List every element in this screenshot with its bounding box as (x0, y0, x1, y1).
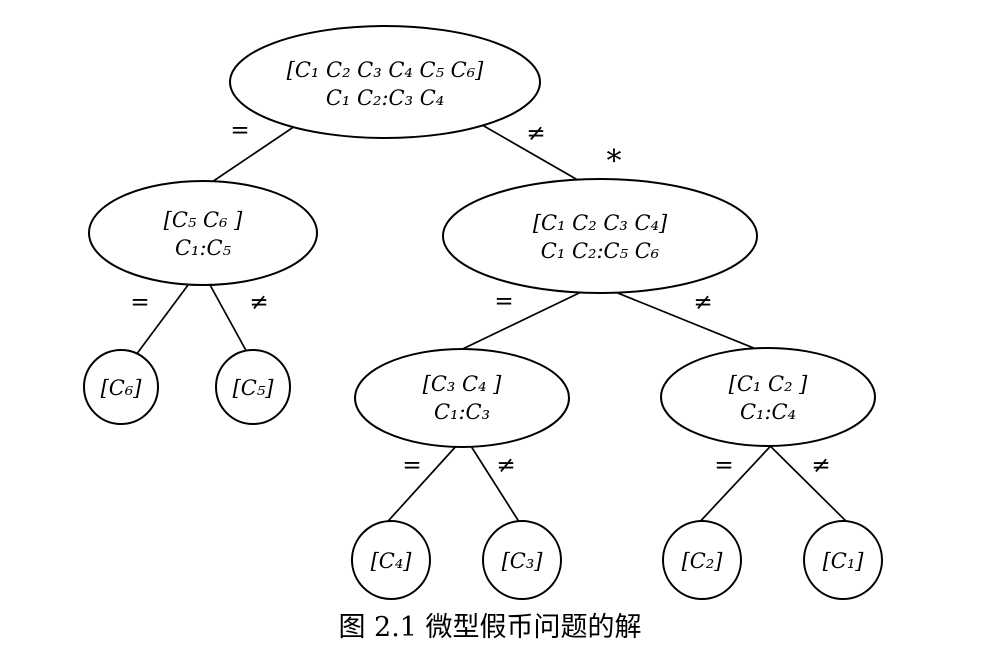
node-right-coins: [C₁ C₂ C₃ C₄] (532, 211, 668, 235)
node-midleft-coins: [C₃ C₄ ] (422, 372, 502, 396)
edge-midright-ne-line (760, 436, 852, 527)
leaf-c4-circle (351, 520, 431, 600)
edge-label-midleft-ne: ≠ (496, 452, 516, 479)
leaf-c6-circle (83, 349, 159, 425)
node-midright-coins: [C₁ C₂ ] (728, 372, 808, 396)
node-midleft-label: [C₃ C₄ ] C₁:C₃ (423, 370, 502, 426)
node-root-coins: [C₁ C₂ C₃ C₄ C₅ C₆] (286, 58, 484, 82)
edge-root-right-line (469, 117, 584, 184)
edge-root-left-line (205, 119, 305, 187)
asterisk-annotation: * (606, 144, 622, 179)
leaf-c3-label: [C₃] (501, 549, 543, 573)
node-midright-weighing: C₁:C₄ (739, 400, 797, 424)
node-right-weighing: C₁ C₂:C₅ C₆ (540, 239, 660, 263)
leaf-c2-label: [C₂] (681, 549, 723, 573)
leaf-c5-circle (215, 349, 291, 425)
midright-node-ellipse (660, 347, 876, 447)
edge-label-left-ne: ≠ (249, 289, 269, 316)
node-left-label: [C₅ C₆ ] C₁:C₅ (164, 206, 243, 262)
node-midleft-weighing: C₁:C₃ (433, 400, 491, 424)
node-left-coins: [C₅ C₆ ] (163, 208, 243, 232)
edge-label-midright-eq: = (714, 452, 734, 479)
edge-label-midright-ne: ≠ (811, 452, 831, 479)
edge-midleft-eq-line (379, 432, 469, 531)
edge-label-midleft-eq: = (402, 452, 422, 479)
node-midright-label: [C₁ C₂ ] C₁:C₄ (729, 370, 808, 426)
edge-label-left-eq: = (130, 289, 150, 316)
right-node-ellipse (442, 178, 758, 294)
node-left-weighing: C₁:C₅ (174, 236, 232, 260)
leaf-c5-label: [C₅] (232, 376, 274, 400)
edge-label-root-left: = (230, 117, 250, 144)
edge-left-eq-line (126, 272, 198, 368)
edge-right-eq-line (447, 281, 603, 357)
edge-label-right-eq: = (494, 288, 514, 315)
node-root-weighing: C₁ C₂:C₃ C₄ (325, 86, 445, 110)
root-node-ellipse (229, 25, 541, 139)
figure-caption: 图 2.1 微型假币问题的解 (338, 612, 642, 643)
node-root-label: [C₁ C₂ C₃ C₄ C₅ C₆] C₁ C₂:C₃ C₄ (287, 56, 484, 112)
left-node-ellipse (88, 180, 318, 286)
edge-label-right-ne: ≠ (693, 289, 713, 316)
node-right-label: [C₁ C₂ C₃ C₄] C₁ C₂:C₅ C₆ (533, 209, 667, 265)
leaf-c1-label: [C₁] (822, 549, 864, 573)
edge-right-ne-line (592, 282, 767, 354)
leaf-c1-circle (803, 520, 883, 600)
leaf-c2-circle (662, 520, 742, 600)
tree-edges (126, 117, 852, 531)
edge-label-root-right: ≠ (526, 120, 546, 147)
edge-midleft-ne-line (461, 431, 524, 529)
tree-node-shapes (83, 25, 883, 600)
midleft-node-ellipse (354, 348, 570, 448)
leaf-c3-circle (482, 520, 562, 600)
leaf-c6-label: [C₆] (100, 376, 142, 400)
edge-midright-eq-line (694, 435, 781, 528)
leaf-c4-label: [C₄] (370, 549, 412, 573)
